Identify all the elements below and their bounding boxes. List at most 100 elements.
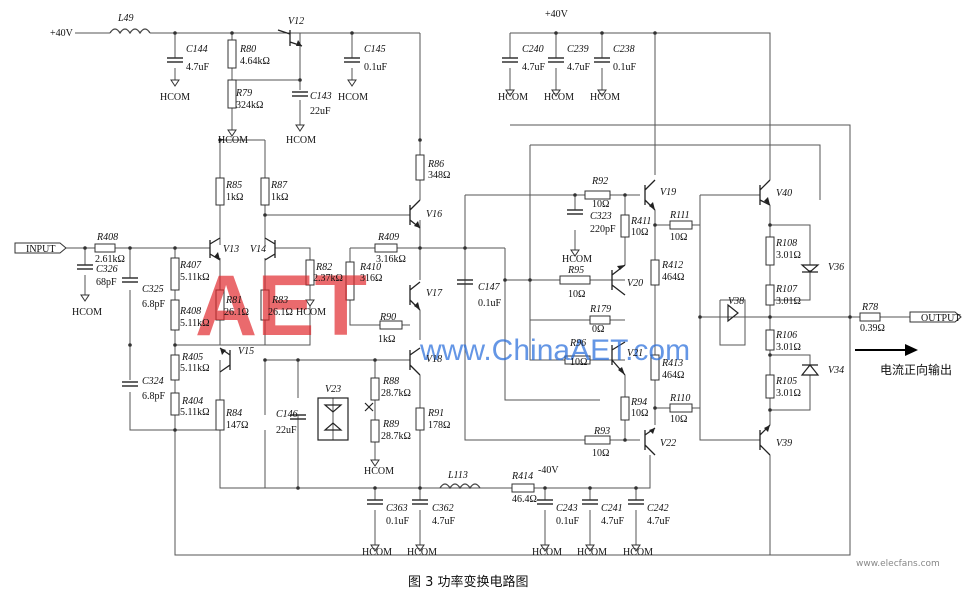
- direction-arrow: [855, 344, 918, 356]
- svg-text:HCOM: HCOM: [544, 92, 574, 103]
- svg-text:10Ω: 10Ω: [570, 357, 587, 368]
- svg-text:0.1uF: 0.1uF: [386, 516, 410, 527]
- svg-text:1kΩ: 1kΩ: [271, 192, 288, 203]
- svg-text:R108: R108: [775, 238, 797, 249]
- svg-text:10Ω: 10Ω: [568, 289, 585, 300]
- svg-text:R88: R88: [382, 376, 399, 387]
- aet-logo: AET: [195, 258, 367, 354]
- transistor-arrows: [214, 40, 770, 434]
- svg-text:R105: R105: [775, 376, 797, 387]
- svg-text:5.11kΩ: 5.11kΩ: [180, 272, 210, 283]
- svg-text:R89: R89: [382, 419, 399, 430]
- ground-arrows: [80, 79, 641, 552]
- wiring: [65, 32, 910, 556]
- svg-text:10Ω: 10Ω: [592, 448, 609, 459]
- svg-text:R408: R408: [96, 232, 118, 243]
- svg-text:V23: V23: [325, 384, 341, 395]
- svg-text:2.37kΩ: 2.37kΩ: [313, 273, 343, 284]
- svg-text:R405: R405: [181, 352, 203, 363]
- svg-text:HCOM: HCOM: [532, 547, 562, 558]
- svg-text:C362: C362: [432, 503, 454, 514]
- inductors: [109, 28, 481, 490]
- svg-text:R90: R90: [379, 312, 396, 323]
- svg-text:HCOM: HCOM: [364, 466, 394, 477]
- svg-text:0Ω: 0Ω: [592, 324, 604, 335]
- svg-text:C146: C146: [276, 409, 298, 420]
- svg-text:C243: C243: [556, 503, 578, 514]
- svg-text:26.1Ω: 26.1Ω: [224, 307, 249, 318]
- svg-text:V34: V34: [828, 365, 844, 376]
- svg-text:22uF: 22uF: [276, 425, 297, 436]
- resistors: [94, 39, 881, 493]
- svg-text:C324: C324: [142, 376, 164, 387]
- svg-text:4.7uF: 4.7uF: [432, 516, 456, 527]
- input-port: [14, 242, 67, 254]
- output-port: [909, 311, 962, 323]
- svg-text:C240: C240: [522, 44, 544, 55]
- svg-text:1kΩ: 1kΩ: [378, 334, 395, 345]
- svg-text:26.1Ω: 26.1Ω: [268, 307, 293, 318]
- svg-text:R107: R107: [775, 284, 798, 295]
- svg-text:147Ω: 147Ω: [226, 420, 248, 431]
- svg-text:6.8pF: 6.8pF: [142, 299, 166, 310]
- svg-text:R80: R80: [239, 44, 256, 55]
- diodes: [317, 264, 820, 441]
- svg-text:R411: R411: [630, 216, 651, 227]
- svg-text:46.4Ω: 46.4Ω: [512, 494, 537, 505]
- svg-text:3.16kΩ: 3.16kΩ: [376, 254, 406, 265]
- svg-text:HCOM: HCOM: [590, 92, 620, 103]
- svg-text:R83: R83: [271, 295, 288, 306]
- svg-text:464Ω: 464Ω: [662, 370, 684, 381]
- svg-text:68pF: 68pF: [96, 277, 117, 288]
- svg-text:1kΩ: 1kΩ: [226, 192, 243, 203]
- svg-text:0.39Ω: 0.39Ω: [860, 323, 885, 334]
- svg-text:HCOM: HCOM: [218, 135, 248, 146]
- svg-text:V20: V20: [627, 278, 643, 289]
- output-label: OUTPUT: [921, 313, 960, 324]
- svg-text:10Ω: 10Ω: [670, 232, 687, 243]
- svg-text:R87: R87: [270, 180, 288, 191]
- svg-text:2.61kΩ: 2.61kΩ: [95, 254, 125, 265]
- svg-text:R84: R84: [225, 408, 242, 419]
- svg-text:R404: R404: [181, 396, 203, 407]
- svg-text:4.7uF: 4.7uF: [601, 516, 625, 527]
- svg-text:10Ω: 10Ω: [670, 414, 687, 425]
- svg-text:3.01Ω: 3.01Ω: [776, 296, 801, 307]
- svg-text:HCOM: HCOM: [623, 547, 653, 558]
- svg-text:V16: V16: [426, 209, 442, 220]
- svg-text:R95: R95: [567, 265, 584, 276]
- current-direction-label: 电流正向输出: [880, 362, 952, 377]
- svg-text:R412: R412: [661, 260, 683, 271]
- svg-text:464Ω: 464Ω: [662, 272, 684, 283]
- svg-text:V17: V17: [426, 288, 443, 299]
- svg-text:R111: R111: [669, 210, 690, 221]
- svg-text:R414: R414: [511, 471, 533, 482]
- svg-text:C325: C325: [142, 284, 164, 295]
- svg-text:+40V: +40V: [545, 9, 569, 20]
- aet-watermark: AET www.ChinaAET.com: [195, 258, 690, 367]
- figure-caption: 图 3 功率变换电路图: [408, 574, 529, 590]
- svg-text:0.1uF: 0.1uF: [364, 62, 388, 73]
- svg-text:C239: C239: [567, 44, 589, 55]
- svg-text:V21: V21: [627, 348, 643, 359]
- svg-text:0.1uF: 0.1uF: [478, 298, 502, 309]
- svg-text:4.64kΩ: 4.64kΩ: [240, 56, 270, 67]
- svg-text:C323: C323: [590, 211, 612, 222]
- svg-text:R86: R86: [427, 159, 444, 170]
- svg-text:22uF: 22uF: [310, 106, 331, 117]
- svg-text:R85: R85: [225, 180, 242, 191]
- svg-text:V13: V13: [223, 244, 239, 255]
- svg-text:R81: R81: [225, 295, 242, 306]
- svg-text:178Ω: 178Ω: [428, 420, 450, 431]
- svg-text:3.01Ω: 3.01Ω: [776, 342, 801, 353]
- aet-url: www.ChinaAET.com: [419, 334, 690, 367]
- svg-text:HCOM: HCOM: [338, 92, 368, 103]
- svg-text:4.7uF: 4.7uF: [186, 62, 210, 73]
- svg-text:V18: V18: [426, 354, 442, 365]
- svg-text:C143: C143: [310, 91, 332, 102]
- svg-text:R179: R179: [589, 304, 611, 315]
- svg-text:0.1uF: 0.1uF: [556, 516, 580, 527]
- labels: +40V L49 C144 4.7uF R80 4.64kΩ V12 C145 …: [26, 9, 960, 590]
- svg-text:C241: C241: [601, 503, 623, 514]
- svg-text:V38: V38: [728, 296, 744, 307]
